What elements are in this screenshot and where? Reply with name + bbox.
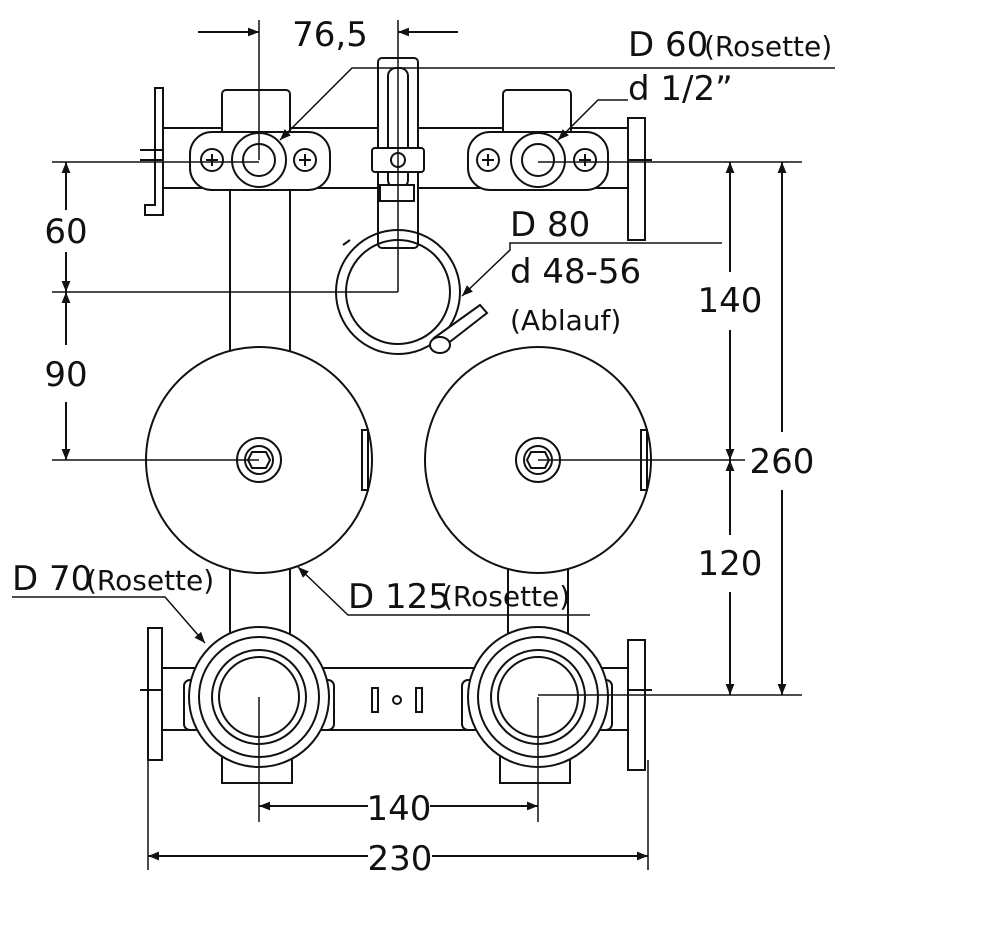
- callout-d80-range: d 48-56: [510, 252, 641, 292]
- callout-d125-main: D 125: [348, 577, 450, 617]
- left-upper-riser: [229, 179, 291, 361]
- bottom-rail-marker: [371, 687, 423, 713]
- callout-d125-sub: (Rosette): [442, 580, 570, 613]
- wall-brackets: [140, 87, 652, 771]
- dim-right-260: 260: [750, 442, 815, 482]
- callout-d70-main: D 70: [12, 559, 92, 599]
- callout-d60-thread: d 1/2”: [628, 69, 733, 109]
- bracket-bottom-right: [627, 639, 646, 771]
- callout-labels: D 60 (Rosette) d 1/2” D 80 d 48-56 (Abla…: [12, 25, 832, 617]
- bracket-bottom-left: [147, 627, 163, 761]
- dim-bottom-140: 140: [367, 789, 432, 829]
- callout-d60-main: D 60: [628, 25, 708, 65]
- dim-left-60: 60: [44, 212, 87, 252]
- top-right-valve: [467, 131, 609, 191]
- callout-d80-label: (Ablauf): [510, 304, 621, 337]
- dim-bottom-230: 230: [368, 839, 433, 879]
- dimension-lines: [61, 27, 787, 861]
- extension-lines: [52, 20, 802, 870]
- dim-right-140: 140: [698, 281, 763, 321]
- dim-left-90: 90: [44, 355, 87, 395]
- dimension-labels: 76,5 60 90 140 120 260 140 230: [44, 15, 814, 879]
- leader-lines: [12, 67, 835, 644]
- callout-d70-sub: (Rosette): [86, 564, 214, 597]
- left-top-stub: [221, 89, 291, 136]
- bracket-top-left: [144, 87, 164, 216]
- callout-d60-sub: (Rosette): [704, 30, 832, 63]
- right-rosette-d70: [461, 626, 613, 768]
- dim-right-120: 120: [698, 544, 763, 584]
- bracket-top-right: [627, 117, 646, 241]
- top-left-valve: [189, 131, 331, 191]
- callout-d80-main: D 80: [510, 205, 590, 245]
- right-top-stub: [502, 89, 572, 136]
- dim-offset-76-5: 76,5: [292, 15, 368, 55]
